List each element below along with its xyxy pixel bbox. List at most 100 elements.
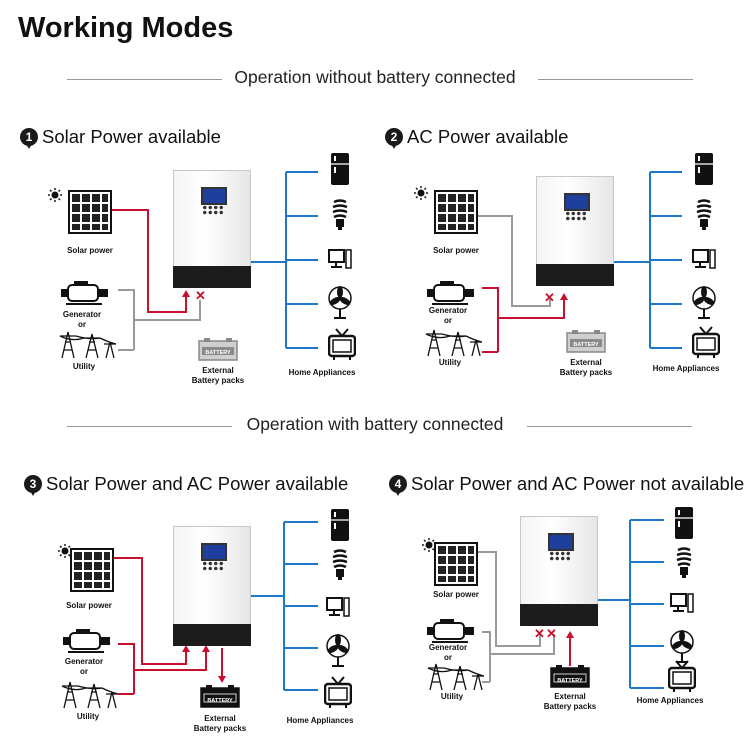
section-header-no-battery: Operation without battery connected <box>0 67 750 91</box>
battery-icon <box>198 338 238 361</box>
tv-icon <box>692 326 720 358</box>
divider-line <box>67 426 232 427</box>
inverter-base <box>173 624 251 646</box>
generator-label: Generator <box>428 306 468 315</box>
solar-panel-icon <box>434 542 478 586</box>
inverter-display <box>548 533 574 551</box>
battery-packs-label: Battery packs <box>193 724 247 733</box>
inverter-buttons <box>202 561 224 571</box>
fridge-icon <box>675 507 693 539</box>
disconnected-x-mark: ✕ <box>546 626 557 641</box>
battery-icon <box>566 330 606 353</box>
solar-power-label: Solar power <box>66 601 112 610</box>
mode-1-wiring <box>112 171 318 351</box>
or-label: or <box>444 316 452 325</box>
fan-icon <box>692 286 716 319</box>
section-label: Operation without battery connected <box>234 67 516 87</box>
fan-icon <box>328 286 352 319</box>
mode-4-diagram: ✕ ✕ Solar power Generator or Utility BAT… <box>364 336 739 711</box>
inverter <box>520 516 598 626</box>
tv-icon <box>668 660 696 692</box>
light-bulb-icon <box>696 199 712 230</box>
mode-number-badge: 1 <box>20 128 38 149</box>
light-bulb-icon <box>676 547 692 578</box>
external-label: External <box>554 692 586 701</box>
battery-icon-text: BATTERY <box>557 678 583 684</box>
computer-icon <box>326 597 350 617</box>
sun-icon <box>48 188 62 202</box>
battery-icon-text: BATTERY <box>573 342 599 348</box>
inverter <box>536 176 614 286</box>
light-bulb-icon <box>332 549 348 580</box>
generator-label: Generator <box>62 310 102 319</box>
fridge-icon <box>331 509 349 541</box>
generator-icon <box>427 281 474 305</box>
utility-tower-icon <box>61 681 118 708</box>
divider-line <box>538 79 693 80</box>
home-appliances-label: Home Appliances <box>286 716 354 725</box>
or-label: or <box>444 653 452 662</box>
tv-icon <box>328 328 356 360</box>
utility-label: Utility <box>72 362 96 371</box>
fridge-icon <box>695 153 713 185</box>
battery-packs-label: Battery packs <box>543 702 597 711</box>
mode-title-text: Solar Power and AC Power not available <box>411 473 745 494</box>
mode-number-badge: 2 <box>385 128 403 149</box>
utility-tower-icon <box>425 329 482 356</box>
light-bulb-icon <box>332 199 348 230</box>
mode-1-diagram: ✕ Solar power Generator or Utility BATTE… <box>0 0 375 385</box>
section-header-with-battery: Operation with battery connected <box>0 414 750 438</box>
home-appliances-label: Home Appliances <box>288 368 356 377</box>
utility-label: Utility <box>440 692 464 701</box>
computer-icon <box>328 249 352 269</box>
battery-icon <box>550 665 590 688</box>
generator-label: Generator <box>64 657 104 666</box>
battery-icon-text: BATTERY <box>207 698 233 704</box>
home-appliances-label: Home Appliances <box>652 364 720 373</box>
utility-label: Utility <box>438 358 462 367</box>
inverter-base <box>536 264 614 286</box>
mode-number-badge: 4 <box>389 475 407 496</box>
mode-title-text: Solar Power and AC Power available <box>46 473 349 494</box>
or-label: or <box>78 320 86 329</box>
inverter-buttons <box>549 551 571 561</box>
solar-panel-icon <box>434 190 478 234</box>
generator-icon <box>63 629 110 653</box>
computer-icon <box>692 249 716 269</box>
fan-icon <box>326 634 350 667</box>
mode-2-diagram: ✕ Solar power Generator or Utility BATTE… <box>364 6 739 377</box>
section-label: Operation with battery connected <box>246 414 504 434</box>
home-appliances-label: Home Appliances <box>636 696 704 705</box>
inverter <box>173 170 251 288</box>
inverter-base <box>520 604 598 626</box>
inverter-base <box>173 266 251 288</box>
solar-power-label: Solar power <box>433 590 479 599</box>
battery-icon-text: BATTERY <box>205 350 231 356</box>
external-label: External <box>204 714 236 723</box>
solar-panel-icon <box>68 190 112 234</box>
generator-icon <box>427 619 474 643</box>
divider-line <box>67 79 222 80</box>
fridge-icon <box>331 153 349 185</box>
inverter-buttons <box>565 211 587 221</box>
mode-3-diagram: Solar power Generator or Utility BATTERY… <box>0 350 375 733</box>
mode-number-badge: 3 <box>24 475 42 496</box>
page-title: Working Modes <box>18 12 234 44</box>
generator-icon <box>61 281 108 305</box>
battery-packs-label: Battery packs <box>191 376 245 385</box>
inverter-display <box>201 187 227 205</box>
sun-icon <box>422 538 436 552</box>
mode-title-text: AC Power available <box>407 126 569 147</box>
solar-power-label: Solar power <box>433 246 479 255</box>
divider-line <box>527 426 692 427</box>
external-label: External <box>202 366 234 375</box>
disconnected-x-mark: ✕ <box>195 288 206 303</box>
utility-tower-icon <box>59 331 116 358</box>
utility-label: Utility <box>76 712 100 721</box>
inverter-display <box>564 193 590 211</box>
generator-label: Generator <box>428 643 468 652</box>
